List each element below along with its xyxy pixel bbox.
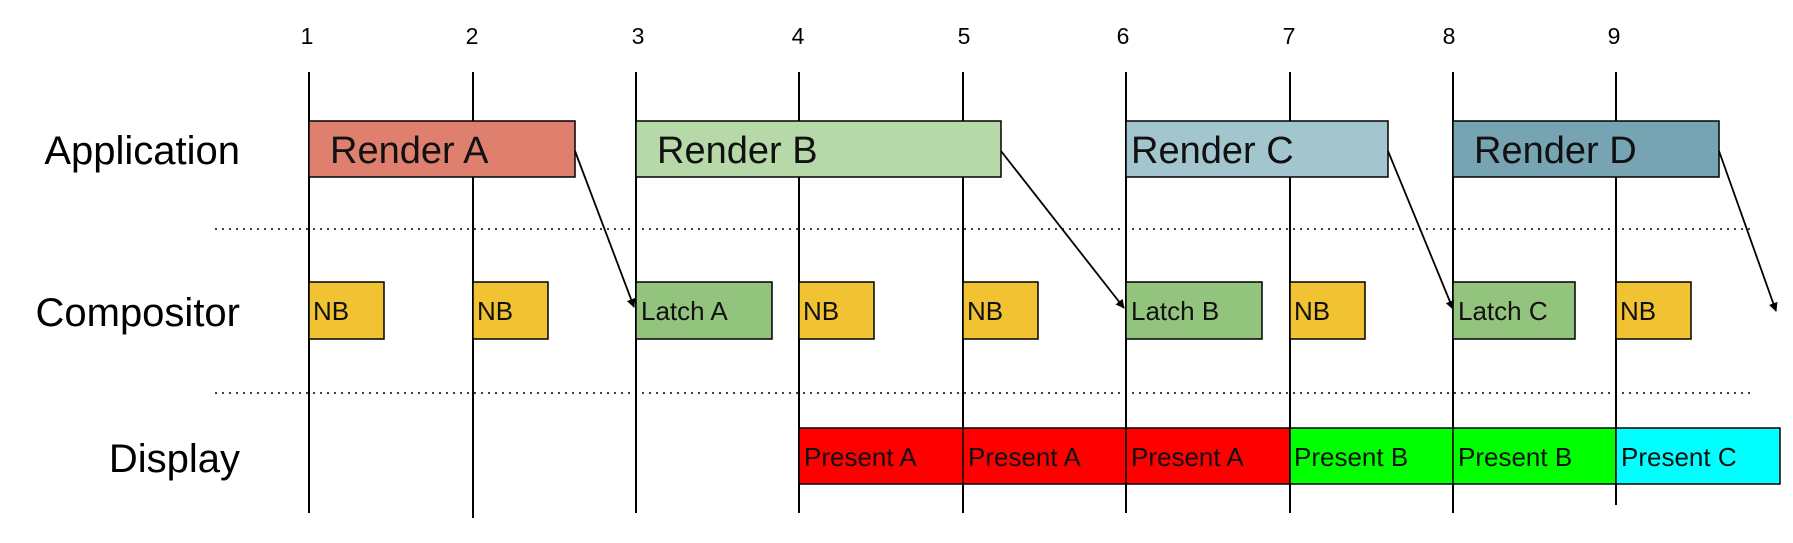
latch-c-box <box>1452 281 1576 340</box>
present-c-box <box>1615 427 1781 485</box>
present-b-box <box>1452 427 1617 485</box>
nb-box <box>962 281 1039 340</box>
nb-label: NB <box>477 296 513 326</box>
render-c-label: Render C <box>1131 130 1294 172</box>
tick-label: 5 <box>958 23 971 49</box>
latch-b-label: Latch B <box>1131 296 1219 326</box>
latch-a-box <box>635 281 773 340</box>
nb-label: NB <box>967 296 1003 326</box>
present-b-label: Present B <box>1458 442 1572 472</box>
latch-c-label: Latch C <box>1458 296 1548 326</box>
nb-box <box>1289 281 1366 340</box>
present-a-label: Present A <box>1131 442 1244 472</box>
present-a-label: Present A <box>968 442 1081 472</box>
tick-label: 6 <box>1117 23 1130 49</box>
latch-b-box <box>1125 281 1263 340</box>
nb-label: NB <box>803 296 839 326</box>
render-to-latch-arrow <box>1387 150 1455 310</box>
render-d-label: Render D <box>1474 130 1637 172</box>
render-a-label: Render A <box>330 130 489 172</box>
tick-label: 2 <box>466 23 479 49</box>
present-a-label: Present A <box>804 442 917 472</box>
nb-box <box>308 281 385 340</box>
nb-box <box>798 281 875 340</box>
render-to-latch-arrow <box>1718 150 1778 312</box>
latch-a-label: Latch A <box>641 296 728 326</box>
present-a-box <box>962 427 1127 485</box>
tick-label: 7 <box>1283 23 1296 49</box>
lane-label-application: Application <box>44 129 240 173</box>
nb-label: NB <box>1620 296 1656 326</box>
nb-box <box>472 281 549 340</box>
render-to-latch-arrow <box>574 150 636 308</box>
lane-label-display: Display <box>109 437 240 481</box>
tick-label: 8 <box>1443 23 1456 49</box>
tick-label: 9 <box>1608 23 1621 49</box>
lane-label-compositor: Compositor <box>35 291 240 335</box>
render-d-box <box>1452 120 1720 178</box>
present-c-label: Present C <box>1621 442 1737 472</box>
present-a-box <box>1125 427 1291 485</box>
tick-label: 4 <box>792 23 805 49</box>
nb-label: NB <box>313 296 349 326</box>
present-b-box <box>1289 427 1454 485</box>
render-c-box <box>1125 120 1389 178</box>
present-b-label: Present B <box>1294 442 1408 472</box>
nb-box <box>1615 281 1692 340</box>
render-a-box <box>308 120 576 178</box>
tick-label: 3 <box>632 23 645 49</box>
render-b-label: Render B <box>657 130 818 172</box>
render-b-box <box>635 120 1002 178</box>
render-to-latch-arrow <box>1000 150 1125 309</box>
nb-label: NB <box>1294 296 1330 326</box>
tick-label: 1 <box>301 23 314 49</box>
present-a-box <box>798 427 964 485</box>
